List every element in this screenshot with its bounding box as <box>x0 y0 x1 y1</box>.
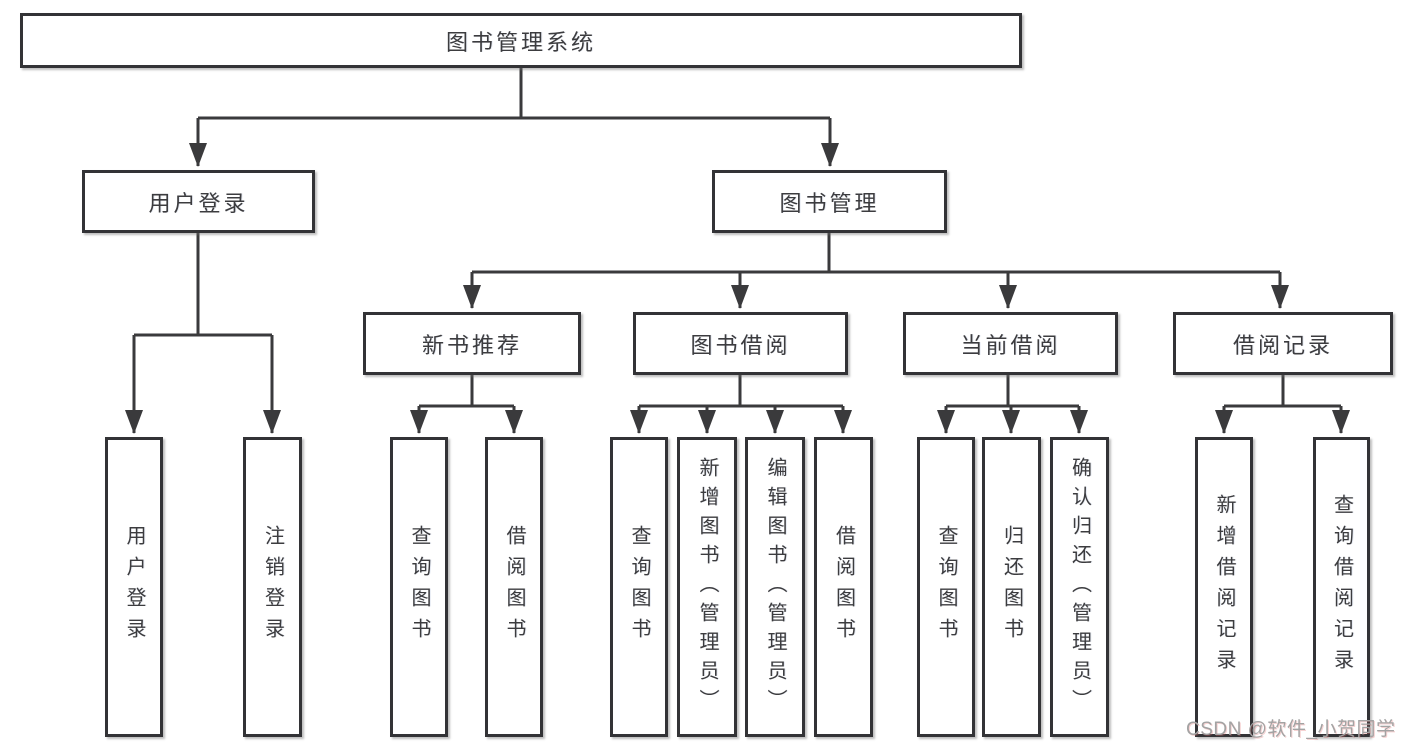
node-book-mgmt-label: 图书管理 <box>779 190 880 216</box>
leaf-br-add-label: 新增借阅记录 <box>1213 494 1235 680</box>
leaf-rec-query: 查询图书 <box>390 437 448 737</box>
leaf-br-query: 查询借阅记录 <box>1313 437 1370 737</box>
leaf-bb-query-label: 查询图书 <box>628 525 650 649</box>
node-book-borrow: 图书借阅 <box>633 312 848 375</box>
node-current-borrow-label: 当前借阅 <box>960 332 1061 358</box>
leaf-rec-borrow: 借阅图书 <box>485 437 543 737</box>
leaf-user-login: 用户登录 <box>105 437 163 737</box>
leaf-rec-borrow-label: 借阅图书 <box>503 525 525 649</box>
leaf-bb-add: 新增图书（管理员） <box>677 437 737 737</box>
node-root-label: 图书管理系统 <box>445 29 596 55</box>
leaf-bb-query: 查询图书 <box>610 437 668 737</box>
node-new-book-rec-label: 新书推荐 <box>421 332 522 358</box>
leaf-cb-query-label: 查询图书 <box>935 525 957 649</box>
leaf-cb-return-label: 归还图书 <box>1000 525 1023 649</box>
leaf-bb-edit-label: 编辑图书（管理员） <box>764 456 786 718</box>
leaf-logout: 注销登录 <box>243 437 302 737</box>
leaf-logout-label: 注销登录 <box>261 525 284 649</box>
node-book-mgmt: 图书管理 <box>712 170 947 233</box>
leaf-bb-edit: 编辑图书（管理员） <box>745 437 805 737</box>
node-current-borrow: 当前借阅 <box>903 312 1118 375</box>
node-borrow-record-label: 借阅记录 <box>1232 332 1333 358</box>
leaf-br-query-label: 查询借阅记录 <box>1330 494 1353 680</box>
node-book-borrow-label: 图书借阅 <box>690 332 791 358</box>
leaf-bb-borrow-label: 借阅图书 <box>832 525 855 649</box>
leaf-user-login-label: 用户登录 <box>123 525 145 649</box>
csdn-watermark: CSDN @软件_小贺同学 <box>1186 719 1396 740</box>
node-user-login: 用户登录 <box>82 170 315 233</box>
leaf-cb-query: 查询图书 <box>917 437 975 737</box>
node-root: 图书管理系统 <box>20 13 1022 68</box>
leaf-bb-add-label: 新增图书（管理员） <box>696 456 718 718</box>
node-borrow-record: 借阅记录 <box>1173 312 1393 375</box>
leaf-cb-return: 归还图书 <box>982 437 1041 737</box>
leaf-cb-confirm-label: 确认归还（管理员） <box>1068 456 1091 718</box>
node-user-login-label: 用户登录 <box>148 190 249 216</box>
leaf-cb-confirm: 确认归还（管理员） <box>1050 437 1109 737</box>
leaf-br-add: 新增借阅记录 <box>1195 437 1253 737</box>
node-new-book-rec: 新书推荐 <box>363 312 581 375</box>
leaf-rec-query-label: 查询图书 <box>408 525 430 649</box>
leaf-bb-borrow: 借阅图书 <box>814 437 873 737</box>
